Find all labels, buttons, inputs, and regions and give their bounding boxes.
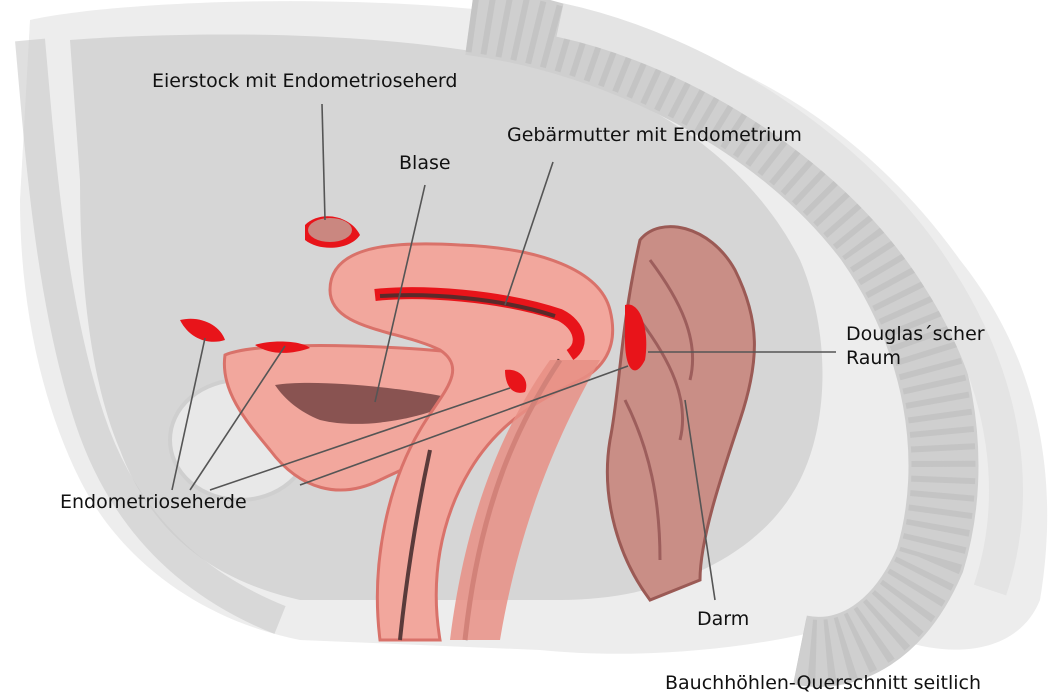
label-bladder: Blase	[399, 152, 451, 174]
caption: Bauchhöhlen-Querschnitt seitlich	[665, 672, 981, 694]
label-douglas-text: Douglas´scher Raum	[846, 323, 985, 369]
label-ovary: Eierstock mit Endometrioseherd	[152, 70, 457, 92]
label-douglas-space: Douglas´scher Raum	[846, 322, 1036, 370]
label-intestine: Darm	[697, 608, 749, 630]
ovary	[308, 218, 352, 242]
label-uterus: Gebärmutter mit Endometrium	[507, 124, 802, 146]
label-endometriosis: Endometrioseherde	[60, 491, 247, 513]
